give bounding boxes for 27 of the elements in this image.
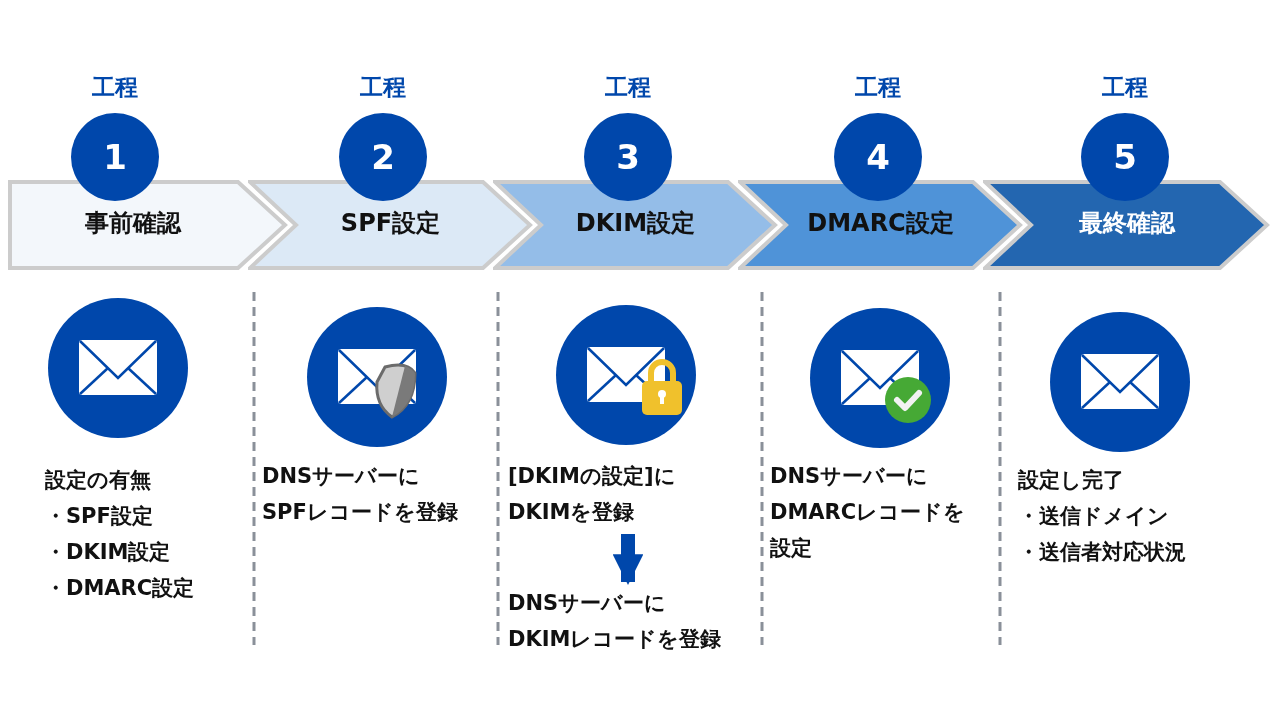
step-number-circle: 2 [339,113,427,201]
step-number-circle: 3 [584,113,672,201]
list-heading: 設定の有無 [45,467,151,494]
step-number-circle: 4 [834,113,922,201]
step-title: 最終確認 [1077,208,1177,239]
step-title: SPF設定 [339,208,442,239]
step-text: DNSサーバーにDMARCレコードを設定 [770,463,967,562]
list-item: ・送信者対応状況 [1018,539,1186,566]
down-arrow [612,534,644,586]
list-item: ・DKIM設定 [45,539,171,566]
step-label: 工程 [91,73,139,102]
step-text: DNSサーバーにDKIMレコードを登録 [508,585,722,657]
list-item: ・SPF設定 [45,503,153,530]
step-text: [DKIMの設定]にDKIMを登録 [508,458,676,530]
list-item: ・DMARC設定 [45,575,195,602]
list-item: ・送信ドメイン [1018,503,1169,530]
step-label: 工程 [359,73,407,102]
step-number-circle: 1 [71,113,159,201]
step-title: DKIM設定 [574,208,697,239]
step-title: 事前確認 [84,208,183,239]
step-number-circle: 5 [1081,113,1169,201]
step-label: 工程 [604,73,652,102]
step-label: 工程 [1101,73,1149,102]
step-title: DMARC設定 [806,208,955,239]
list-heading: 設定し完了 [1018,467,1124,494]
step-text: DNSサーバーにSPFレコードを登録 [262,463,458,526]
step-label: 工程 [854,73,902,102]
